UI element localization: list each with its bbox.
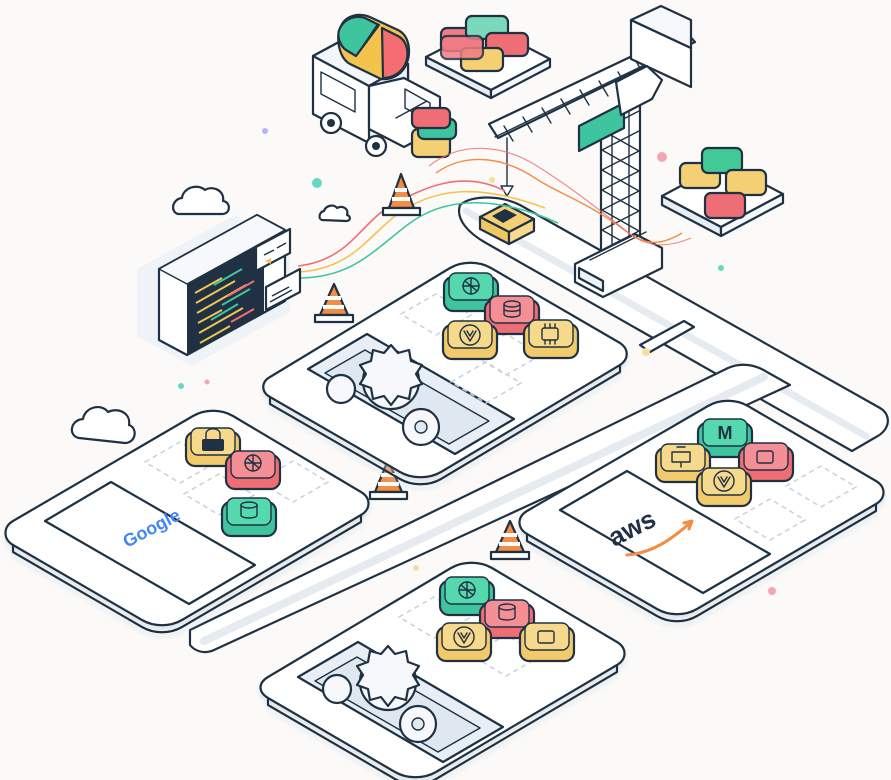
gear-icon-cluster-bottom	[321, 644, 438, 744]
center-tiles	[441, 272, 580, 361]
network-icon-bottom	[438, 576, 496, 617]
top-tile-stack-1	[424, 14, 552, 100]
food-truck-icon	[311, 13, 442, 158]
crane-icon	[478, 4, 697, 299]
bottom-tiles	[435, 576, 576, 663]
chip-icon	[522, 319, 580, 360]
database-icon	[483, 295, 541, 336]
cloud-icon	[70, 185, 351, 445]
truck-cargo-stack	[410, 106, 458, 159]
road-network	[188, 196, 889, 654]
database-icon-bottom	[478, 599, 536, 640]
google-tiles	[184, 427, 282, 538]
network-icon-red	[224, 450, 282, 491]
chip-icon-red	[737, 442, 795, 483]
database-icon-green	[220, 497, 278, 538]
aws-tiles: M	[654, 418, 795, 508]
svg-text:M: M	[718, 423, 733, 443]
browser-code-window-icon	[137, 213, 302, 366]
vue-icon-right	[695, 467, 753, 508]
vue-icon-bottom	[435, 622, 493, 663]
chip-icon-bottom	[518, 622, 576, 663]
network-grid-icon	[654, 443, 712, 484]
m-tile-icon: M	[696, 418, 754, 459]
stacked-blocks-red-green-yellow	[439, 14, 530, 73]
decorative-dots	[178, 128, 776, 595]
padlock-icon	[184, 427, 242, 468]
top-tile-stack-2	[660, 146, 785, 238]
vue-icon	[441, 320, 499, 361]
gear-icon-cluster-center	[325, 343, 441, 447]
network-icon	[442, 272, 500, 313]
